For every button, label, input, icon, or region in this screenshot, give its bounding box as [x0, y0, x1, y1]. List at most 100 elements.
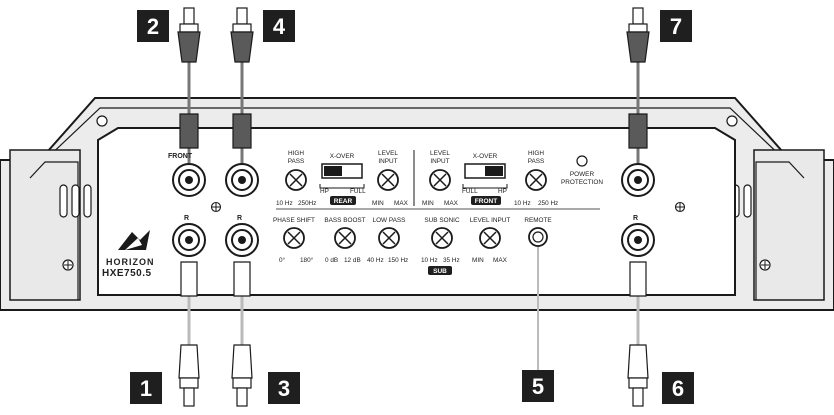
svg-text:6: 6	[672, 376, 684, 401]
left-heatsink-fins	[9, 149, 92, 301]
low-pass-title: LOW PASS	[373, 217, 406, 224]
rca-socket-front-right[interactable]	[225, 163, 259, 197]
rear-highpass-knob[interactable]	[285, 169, 307, 191]
power-protection-led	[576, 155, 588, 167]
rca-plug-6	[627, 261, 649, 407]
phase-shift-title: PHASE SHIFT	[273, 217, 315, 224]
sub-level-knob[interactable]	[479, 227, 501, 249]
phase-shift-min: 0°	[279, 256, 286, 264]
rca-input-sockets	[172, 163, 655, 257]
rear-tag-bg	[330, 196, 356, 205]
rca-plugs-top	[177, 7, 650, 149]
front-level-min: MIN	[422, 200, 434, 207]
rear-level-title2: INPUT	[378, 158, 397, 165]
rca-socket-sub-left[interactable]	[621, 163, 655, 197]
front-controls: LEVEL INPUT MIN MAX X-OVER FULL HP FRONT…	[422, 150, 603, 207]
callout-badge-7: 7	[660, 10, 692, 42]
front-highpass-min: 10 Hz	[514, 200, 531, 207]
protection-label: PROTECTION	[561, 179, 603, 186]
sub-level-max: MAX	[493, 257, 508, 264]
rca-socket-rear-right[interactable]	[225, 223, 259, 257]
sub-tag: SUB	[433, 268, 447, 275]
bass-boost-max: 12 dB	[344, 257, 361, 264]
remote-port[interactable]	[528, 227, 548, 247]
sub-level-title: LEVEL INPUT	[470, 217, 511, 224]
bass-boost-min: 0 dB	[325, 257, 338, 264]
rear-highpass-min: 10 Hz	[276, 200, 293, 207]
front-highpass-title: HIGH	[528, 150, 544, 157]
remote-title: REMOTE	[524, 217, 551, 224]
front-level-title: LEVEL	[430, 150, 450, 157]
front-xover-left: FULL	[462, 188, 478, 195]
sub-tag-bg	[428, 266, 452, 275]
callout-badge-3: 3	[268, 372, 300, 404]
low-pass-min: 40 Hz	[367, 257, 384, 264]
rca-plugs-bottom	[178, 261, 649, 407]
front-highpass-knob[interactable]	[525, 169, 547, 191]
rear-xover-switch[interactable]	[319, 163, 365, 189]
phase-shift-max: 180°	[300, 256, 314, 264]
sub-controls: PHASE SHIFT 0° 180° BASS BOOST 0 dB 12 d…	[273, 217, 552, 275]
low-pass-knob[interactable]	[378, 227, 400, 249]
sub-sonic-max: 35 Hz	[443, 257, 460, 264]
front-tag: FRONT	[475, 198, 497, 205]
rear-controls: HIGH PASS 10 Hz 250Hz X-OVER HP FULL REA…	[276, 150, 409, 207]
front-tag-bg	[471, 196, 501, 205]
callout-badge-4: 4	[263, 10, 295, 42]
brand-model: HXE750.5	[102, 268, 152, 279]
rca-plug-7	[626, 7, 650, 149]
rca-socket-sub-right[interactable]	[621, 223, 655, 257]
rear-level-min: MIN	[372, 200, 384, 207]
rca-plug-3	[231, 261, 253, 407]
sub-sonic-min: 10 Hz	[421, 257, 438, 264]
rear-highpass-title2: PASS	[288, 158, 305, 165]
rear-xover-left: HP	[320, 188, 329, 195]
low-pass-max: 150 Hz	[388, 257, 408, 264]
rear-highpass-title: HIGH	[288, 150, 304, 157]
rear-level-max: MAX	[394, 200, 409, 207]
rear-level-knob[interactable]	[377, 169, 399, 191]
front-xover-title: X-OVER	[473, 153, 498, 160]
sub-sonic-title: SUB SONIC	[424, 217, 460, 224]
screw-icon	[62, 115, 771, 271]
front-highpass-title2: PASS	[528, 158, 545, 165]
front-level-title2: INPUT	[430, 158, 449, 165]
front-level-knob[interactable]	[429, 169, 451, 191]
power-label: POWER	[570, 171, 595, 178]
esx-logo	[118, 230, 150, 250]
svg-text:5: 5	[532, 374, 544, 399]
rear-xover-right: FULL	[350, 188, 366, 195]
sub-level-min: MIN	[472, 257, 484, 264]
svg-text:2: 2	[147, 14, 159, 39]
jack-label-rear-r: R	[184, 215, 189, 222]
front-xover-switch[interactable]	[462, 163, 508, 189]
callout-badge-2: 2	[137, 10, 169, 42]
rca-socket-rear-left[interactable]	[172, 223, 206, 257]
callout-badge-1: 1	[130, 372, 162, 404]
svg-text:4: 4	[273, 14, 286, 39]
bass-boost-knob[interactable]	[334, 227, 356, 249]
rca-plug-1	[178, 261, 200, 407]
svg-text:1: 1	[140, 376, 152, 401]
rear-level-title: LEVEL	[378, 150, 398, 157]
phase-shift-knob[interactable]	[283, 227, 305, 249]
callout-badge-5: 5	[522, 370, 554, 402]
jack-label-rear-r2: R	[237, 215, 242, 222]
rear-xover-title: X-OVER	[330, 153, 355, 160]
jack-label-front-right: R	[633, 215, 638, 222]
callout-badge-6: 6	[662, 372, 694, 404]
bass-boost-title: BASS BOOST	[324, 217, 365, 224]
rca-socket-front-left[interactable]	[172, 163, 206, 197]
front-xover-right: HP	[498, 188, 507, 195]
brand-name: HORIZON	[106, 257, 155, 267]
front-highpass-max: 250 Hz	[538, 200, 558, 207]
svg-text:7: 7	[670, 14, 682, 39]
sub-sonic-knob[interactable]	[431, 227, 453, 249]
callout-badges: 2 4 7 1 3 5 6	[130, 10, 694, 404]
jack-label-front: FRONT	[168, 153, 193, 160]
svg-text:3: 3	[278, 376, 290, 401]
front-level-max: MAX	[444, 200, 459, 207]
rca-plug-4	[230, 7, 254, 149]
rca-plug-2	[177, 7, 201, 149]
